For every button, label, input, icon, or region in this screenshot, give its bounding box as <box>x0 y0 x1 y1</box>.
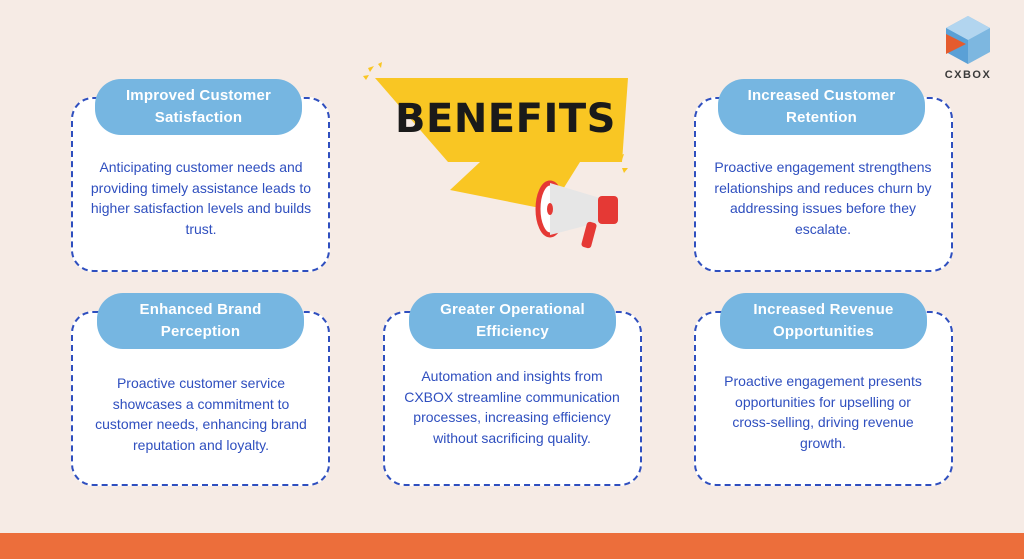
card-body-brand-perception: Proactive customer service showcases a c… <box>95 375 307 453</box>
card-title-brand-perception: Enhanced Brand Perception <box>97 293 304 349</box>
bottom-accent-bar <box>0 533 1024 559</box>
card-title-operational-efficiency: Greater Operational Efficiency <box>409 293 616 349</box>
megaphone-icon <box>535 180 618 249</box>
card-body-revenue-opportunities: Proactive engagement presents opportunit… <box>724 373 922 451</box>
logo-text: CXBOX <box>944 69 992 81</box>
cube-icon <box>946 16 990 64</box>
benefits-banner-graphic <box>363 62 628 249</box>
card-title-customer-satisfaction: Improved Customer Satisfaction <box>95 79 302 135</box>
card-body-customer-retention: Proactive engagement strengthens relatio… <box>714 159 932 237</box>
cxbox-logo: CXBOX <box>942 14 994 84</box>
card-body-customer-satisfaction: Anticipating customer needs and providin… <box>90 159 312 237</box>
banner-shape <box>375 78 628 162</box>
card-title-customer-retention: Increased Customer Retention <box>718 79 925 135</box>
card-title-revenue-opportunities: Increased Revenue Opportunities <box>720 293 927 349</box>
card-body-operational-efficiency: Automation and insights from CXBOX strea… <box>404 368 620 446</box>
banner-title: BENEFITS <box>395 96 616 142</box>
sparkle-icon <box>363 62 628 173</box>
